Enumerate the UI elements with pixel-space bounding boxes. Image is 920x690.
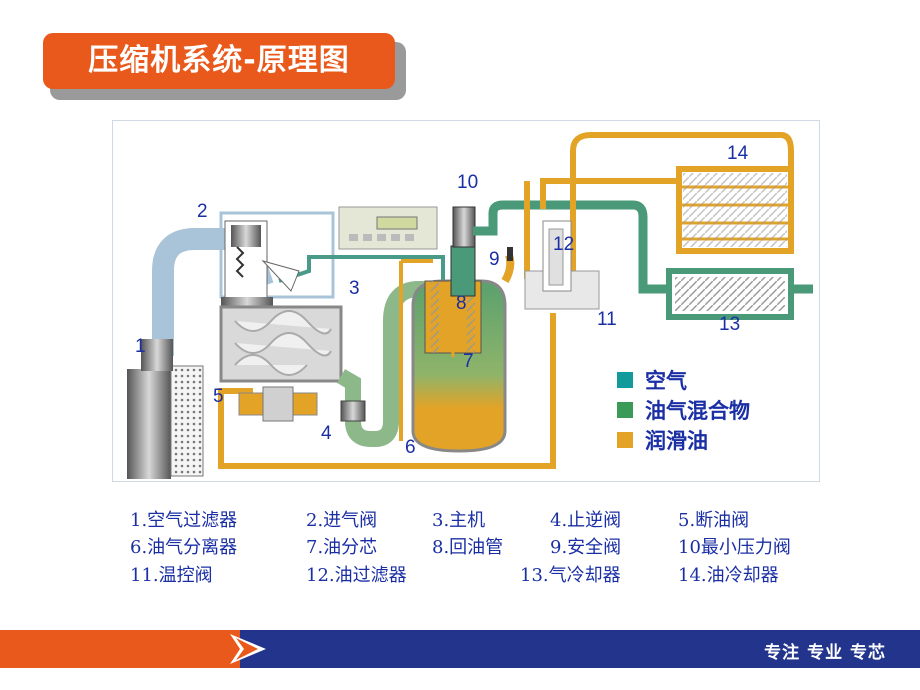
legend-mixture: 油气混合物 <box>617 395 750 425</box>
label-5: 5 <box>213 386 224 407</box>
part-item: 8.回油管 <box>432 537 504 558</box>
air-filter-body <box>127 369 171 479</box>
part-item: 9.安全阀 <box>550 537 622 558</box>
part-item: 14.油冷却器 <box>678 565 779 586</box>
legend-mixture-swatch <box>617 402 633 418</box>
footer-orange-bar <box>0 630 240 668</box>
legend-air-label: 空气 <box>645 369 687 393</box>
part-item: 5.断油阀 <box>678 510 750 531</box>
footer-blue-bar <box>240 630 920 668</box>
part-item: 6.油气分离器 <box>130 537 238 558</box>
mixture-pipe <box>336 281 428 447</box>
label-6: 6 <box>405 437 416 458</box>
legend-oil-swatch <box>617 432 633 448</box>
label-4: 4 <box>321 423 332 444</box>
air-line <box>473 200 653 294</box>
footer-slogan: 专注 专业 专芯 <box>764 643 886 663</box>
legend-oil-label: 润滑油 <box>645 429 708 453</box>
label-11: 11 <box>597 309 617 330</box>
air-filter-element <box>170 365 204 477</box>
part-item: 10最小压力阀 <box>678 537 791 558</box>
label-10: 10 <box>457 172 479 193</box>
part-item: 3.主机 <box>432 510 486 531</box>
compressor-diagram: 1 2 3 4 5 6 7 8 9 10 11 12 13 14 空气 油气混合… <box>112 120 820 482</box>
part-item: 2.进气阀 <box>306 510 378 531</box>
part-item: 1.空气过滤器 <box>130 510 238 531</box>
legend-air-swatch <box>617 372 633 388</box>
label-1: 1 <box>135 336 146 357</box>
part-item: 4.止逆阀 <box>550 510 622 531</box>
label-2: 2 <box>197 201 208 222</box>
legend-oil: 润滑油 <box>617 425 708 455</box>
label-8: 8 <box>456 293 467 314</box>
part-item: 7.油分芯 <box>306 537 378 558</box>
part-item: 13.气冷却器 <box>520 565 621 586</box>
part-item: 11.温控阀 <box>130 565 213 586</box>
arrow-icon <box>230 634 266 664</box>
schematic-drawing <box>127 132 813 479</box>
label-12: 12 <box>553 234 575 255</box>
legend-mixture-label: 油气混合物 <box>645 399 750 423</box>
legend-air: 空气 <box>617 365 687 395</box>
label-9: 9 <box>489 249 500 270</box>
label-13: 13 <box>719 314 741 335</box>
page-title: 压缩机系统-原理图 <box>43 33 395 89</box>
label-7: 7 <box>463 351 474 372</box>
part-item: 12.油过滤器 <box>306 565 407 586</box>
label-3: 3 <box>349 278 360 299</box>
label-14: 14 <box>727 143 749 164</box>
